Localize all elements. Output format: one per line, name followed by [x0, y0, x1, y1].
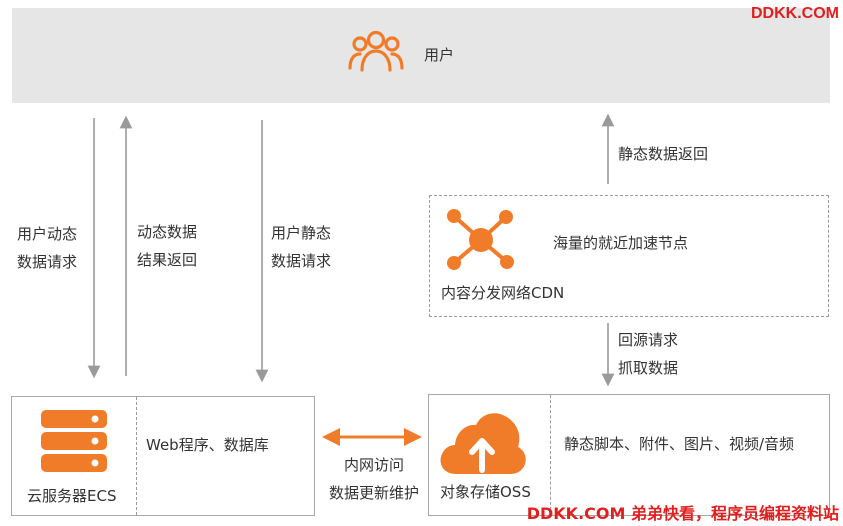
server-stack-icon	[41, 410, 107, 472]
label-intranet: 内网访问 数据更新维护	[322, 451, 426, 507]
label-line: 回源请求	[618, 331, 679, 349]
oss-divider	[550, 395, 551, 515]
cdn-box	[429, 195, 829, 317]
label-line: 结果返回	[137, 251, 198, 269]
label-line: 用户动态	[17, 225, 78, 243]
ecs-divider	[136, 397, 137, 515]
oss-title: 对象存储OSS	[440, 483, 531, 501]
cdn-description: 海量的就近加速节点	[553, 234, 689, 252]
label-dynamic-result-return: 动态数据 结果返回	[137, 218, 197, 274]
ecs-title: 云服务器ECS	[27, 487, 117, 505]
label-line: 用户静态	[271, 224, 332, 242]
user-bar	[12, 8, 830, 103]
label-origin-request: 回源请求 抓取数据	[618, 326, 678, 382]
label-line: 内网访问	[343, 456, 404, 474]
label-line: 数据请求	[17, 253, 78, 271]
label-line: 动态数据	[137, 223, 198, 241]
label-line: 抓取数据	[618, 359, 679, 377]
oss-description: 静态脚本、附件、图片、视频/音频	[564, 435, 795, 453]
cdn-title: 内容分发网络CDN	[441, 284, 565, 302]
cloud-upload-icon	[440, 413, 526, 474]
label-line: 数据更新维护	[328, 484, 419, 502]
watermark-bottom: DDKK.COM 弟弟快看，程序员编程资料站	[526, 504, 839, 523]
label-static-data-return: 静态数据返回	[618, 145, 709, 163]
ecs-description: Web程序、数据库	[146, 436, 269, 454]
network-nodes-icon	[447, 209, 514, 270]
label-line: 数据请求	[271, 252, 332, 270]
users-icon	[348, 30, 404, 72]
label-user-dynamic-request: 用户动态 数据请求	[17, 220, 77, 276]
label-user-static-request: 用户静态 数据请求	[271, 219, 331, 275]
user-label: 用户	[424, 46, 455, 64]
watermark-top: DDKK.COM	[751, 5, 839, 22]
